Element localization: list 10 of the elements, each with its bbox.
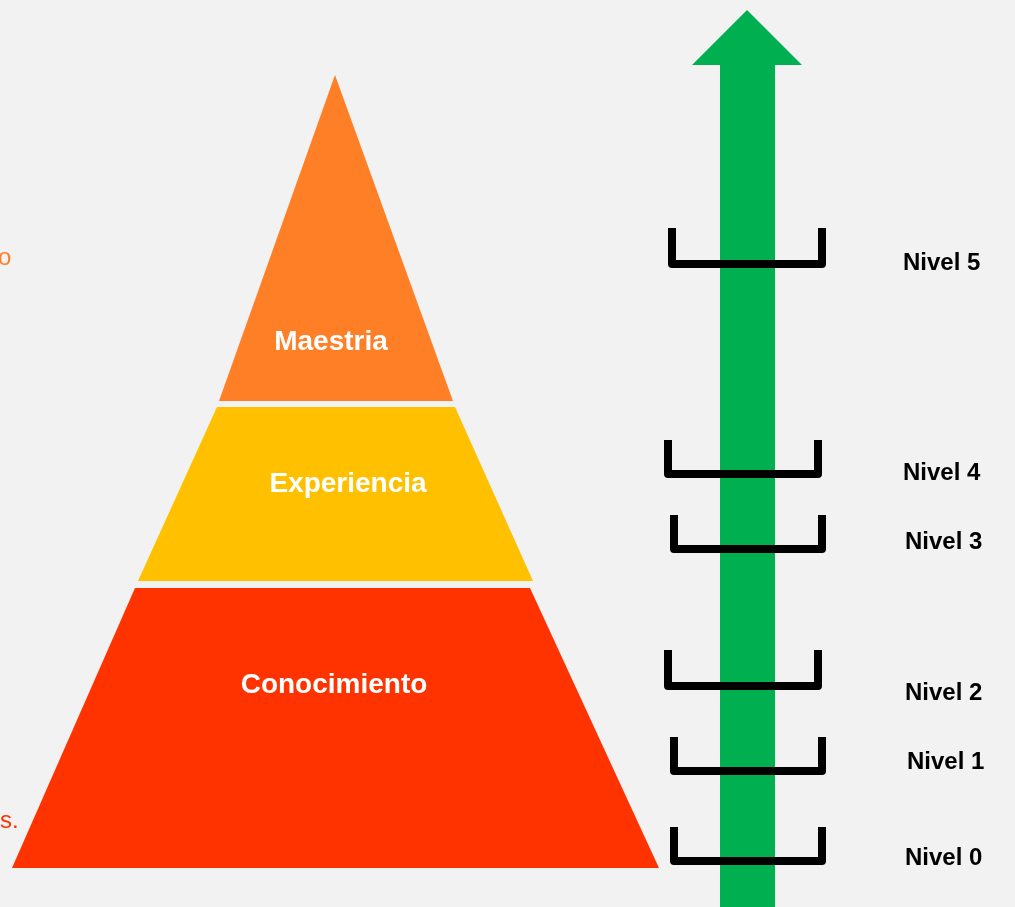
level-label: Nivel 1 [907,747,985,775]
note-text: s. [0,806,19,834]
tier-label: Experiencia [269,467,427,499]
level-label: Nivel 4 [903,458,981,486]
level-label: Nivel 0 [905,843,983,871]
level-label: Nivel 5 [903,248,981,276]
level-label: Nivel 3 [905,527,983,555]
level-label: Nivel 2 [905,678,983,706]
tier-label: Maestria [274,325,388,357]
tier-label: Conocimiento [240,668,428,700]
